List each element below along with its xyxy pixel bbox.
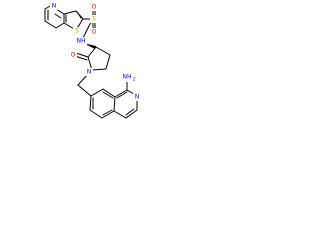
bond xyxy=(77,12,82,19)
atom-n-pyrrolidinone: N xyxy=(87,69,92,76)
bond xyxy=(54,13,62,19)
bond xyxy=(114,89,128,98)
atom-n-isoquinoline: N xyxy=(135,94,140,101)
bond xyxy=(113,110,127,119)
atom-o-sulfonyl-bottom: O xyxy=(92,29,97,36)
bond xyxy=(95,46,111,56)
bond xyxy=(102,109,113,116)
bond xyxy=(125,109,138,119)
atom-nh2-subscript: 2 xyxy=(133,77,136,82)
bond xyxy=(116,91,128,99)
atom-o-ketone: O xyxy=(71,52,76,59)
bond xyxy=(44,20,57,29)
bond xyxy=(90,88,104,97)
bond xyxy=(89,109,103,119)
atom-s-sulfonyl: S xyxy=(92,16,96,23)
bond xyxy=(105,54,111,70)
atom-n-pyridine: N xyxy=(52,3,57,10)
atom-nh-sulfonamide: NH xyxy=(77,38,86,45)
bond xyxy=(75,52,89,58)
bond xyxy=(102,88,116,98)
chemical-structure-diagram: N S S O O NH N O NH 2 N xyxy=(0,0,150,150)
molecule-drawing: N S S O O NH N O NH 2 N xyxy=(44,2,141,119)
atom-o-sulfonyl-top: O xyxy=(92,4,97,11)
bond xyxy=(87,56,93,71)
bond xyxy=(77,84,92,97)
bond xyxy=(55,22,65,29)
bonds xyxy=(44,4,138,119)
bond xyxy=(101,110,115,119)
bond xyxy=(89,95,92,111)
bond xyxy=(125,108,135,116)
bond xyxy=(102,91,114,99)
bond xyxy=(113,96,116,112)
bond xyxy=(126,89,135,95)
bond xyxy=(63,10,77,15)
bond xyxy=(87,46,97,58)
atom-labels: N S S O O NH N O NH 2 N xyxy=(50,2,141,101)
atom-s-thiophene: S xyxy=(75,28,79,35)
atom-nh2-amine: NH xyxy=(123,74,132,81)
bond xyxy=(91,68,107,71)
